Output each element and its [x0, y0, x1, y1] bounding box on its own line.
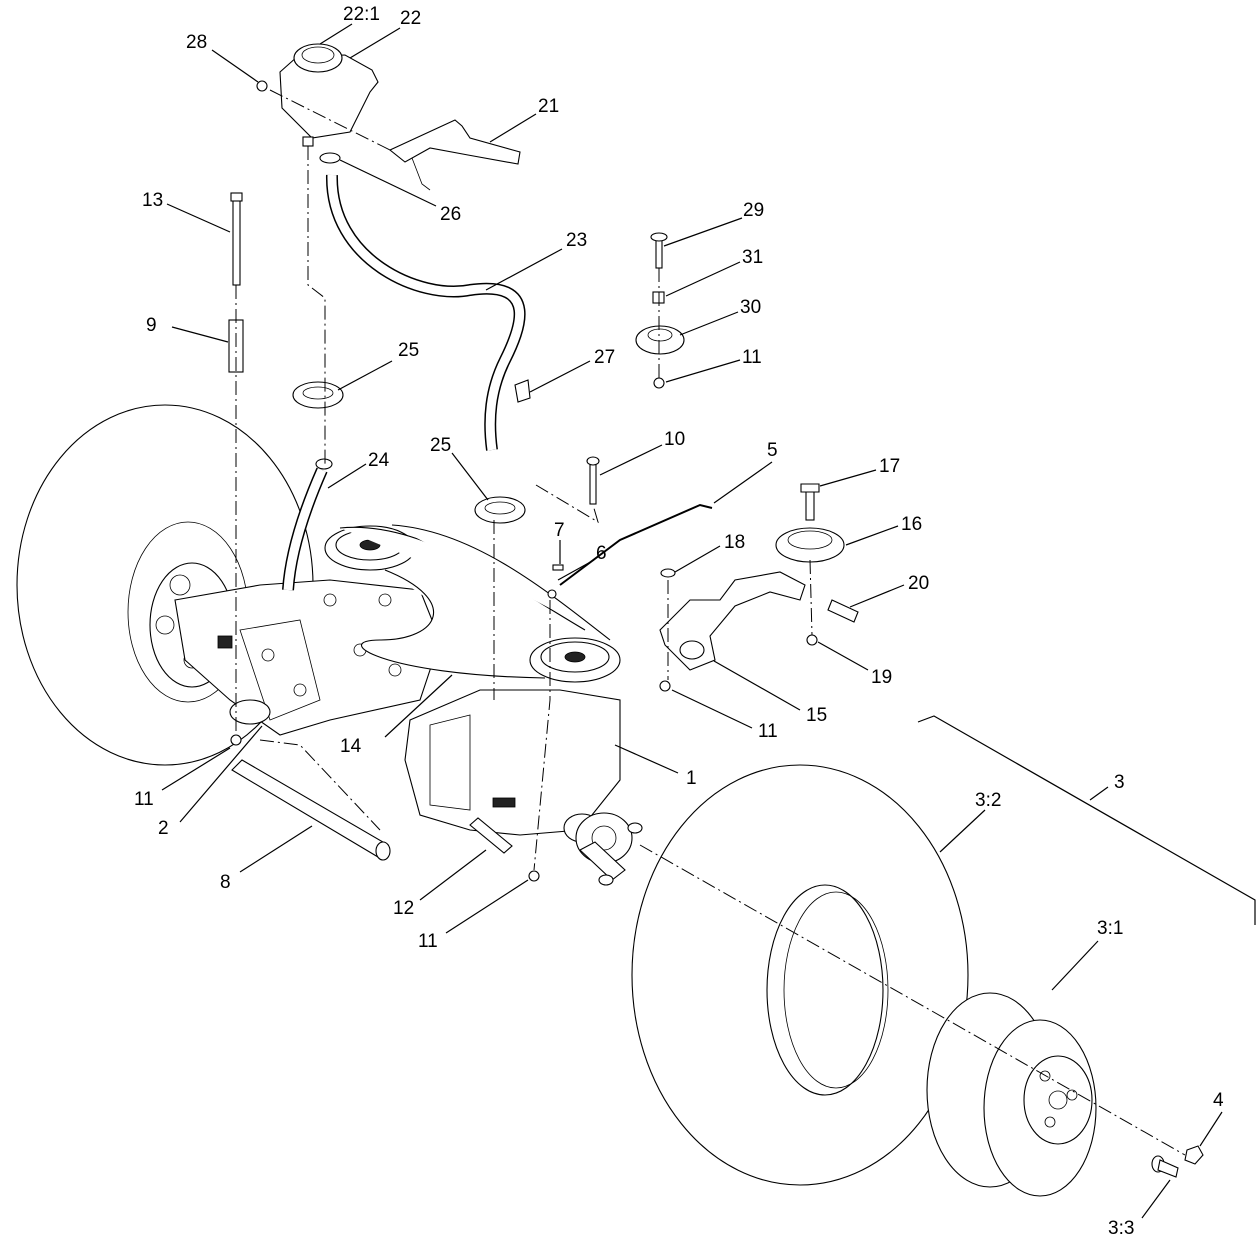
label-26: 26 — [440, 204, 461, 225]
label-5: 5 — [767, 440, 778, 461]
bolt-29-head — [650, 232, 668, 242]
centerline-tank — [307, 146, 326, 465]
reservoir-tank — [279, 43, 379, 147]
parts-drawing — [16, 43, 1204, 1197]
label-18: 18 — [724, 532, 745, 553]
label-27: 27 — [594, 347, 615, 368]
leader-lines — [161, 23, 1256, 1219]
lug-nut — [1184, 1145, 1204, 1165]
centerline-tube — [259, 739, 381, 831]
left-transaxle — [174, 579, 441, 736]
label-30: 30 — [740, 297, 761, 318]
label-19: 19 — [871, 667, 892, 688]
label-3-2: 3:2 — [975, 790, 1001, 811]
label-31: 31 — [742, 247, 763, 268]
label-11-left: 11 — [134, 789, 154, 810]
label-16: 16 — [901, 514, 922, 535]
centerline-tank-mount — [269, 89, 391, 151]
label-1: 1 — [686, 768, 697, 789]
label-3-1: 3:1 — [1097, 918, 1123, 939]
callout-labels: 22:1 22 28 21 26 13 23 29 31 30 9 25 27 … — [134, 4, 1224, 1239]
label-28: 28 — [186, 32, 207, 53]
bolt-13-head — [230, 192, 243, 202]
label-14: 14 — [340, 736, 362, 757]
label-7: 7 — [554, 520, 565, 541]
label-15: 15 — [806, 705, 827, 726]
label-22: 22 — [400, 8, 421, 29]
cross-tube — [231, 759, 391, 861]
hose-clamp — [319, 152, 341, 164]
label-25-upper: 25 — [398, 340, 419, 361]
label-11-arm: 11 — [758, 721, 778, 742]
label-21: 21 — [538, 96, 559, 117]
label-8: 8 — [220, 872, 231, 893]
label-23: 23 — [566, 230, 587, 251]
bolt-13 — [232, 199, 241, 286]
centerline-axle — [639, 844, 1186, 1156]
hose-fitting — [514, 379, 531, 403]
hose-24-clamp — [315, 458, 333, 470]
grommet-lower-hole — [484, 501, 516, 515]
label-20: 20 — [908, 573, 929, 594]
bolt-29 — [655, 237, 663, 269]
label-11-idler: 11 — [742, 347, 762, 368]
nut-11-idler — [653, 377, 665, 389]
label-25-lower: 25 — [430, 435, 451, 456]
grommet-upper — [292, 381, 344, 409]
label-3: 3 — [1114, 772, 1125, 793]
clip-7 — [552, 564, 564, 571]
wheel-rim — [926, 992, 1097, 1197]
bracket-tab — [411, 157, 431, 191]
control-rod — [559, 503, 713, 586]
label-11-bottom: 11 — [418, 931, 438, 952]
label-12: 12 — [393, 898, 414, 919]
pin-10 — [589, 461, 597, 505]
transaxle-hose-inner — [283, 468, 327, 591]
label-22-1: 22:1 — [343, 4, 380, 25]
idler-pulley-30-hub — [647, 328, 673, 342]
bolt-12 — [469, 817, 513, 854]
idler-arm-assembly — [659, 483, 859, 671]
centerline-pulley-16 — [809, 559, 813, 636]
label-2: 2 — [158, 818, 169, 839]
label-29: 29 — [743, 200, 764, 221]
label-24: 24 — [368, 450, 390, 471]
pin-10-head — [586, 456, 600, 466]
wheel-stud — [1151, 1155, 1179, 1178]
label-3-3: 3:3 — [1108, 1218, 1134, 1239]
idler-pulley-30 — [635, 325, 685, 355]
label-4: 4 — [1213, 1090, 1224, 1111]
nut-11-bottom — [528, 870, 540, 882]
reservoir-hose-inner — [327, 174, 525, 451]
washer-6 — [547, 589, 557, 599]
nut-11-left — [230, 734, 242, 746]
tire-group-bracket — [917, 715, 1256, 925]
label-10: 10 — [664, 429, 685, 450]
label-6: 6 — [596, 543, 607, 564]
grommet-lower — [474, 496, 526, 524]
label-9: 9 — [146, 315, 157, 336]
centerline-rod — [533, 600, 551, 871]
nut-11-arm — [659, 680, 671, 692]
right-transaxle — [404, 689, 643, 886]
centerline-pin-10 — [535, 484, 599, 524]
label-13: 13 — [142, 190, 163, 211]
right-tire — [631, 764, 969, 1186]
label-17: 17 — [879, 456, 900, 477]
drive-belt-and-pulleys — [324, 524, 621, 683]
grommet-upper-hole — [302, 386, 334, 400]
tank-bracket — [388, 119, 521, 165]
breather-fitting — [256, 80, 268, 92]
